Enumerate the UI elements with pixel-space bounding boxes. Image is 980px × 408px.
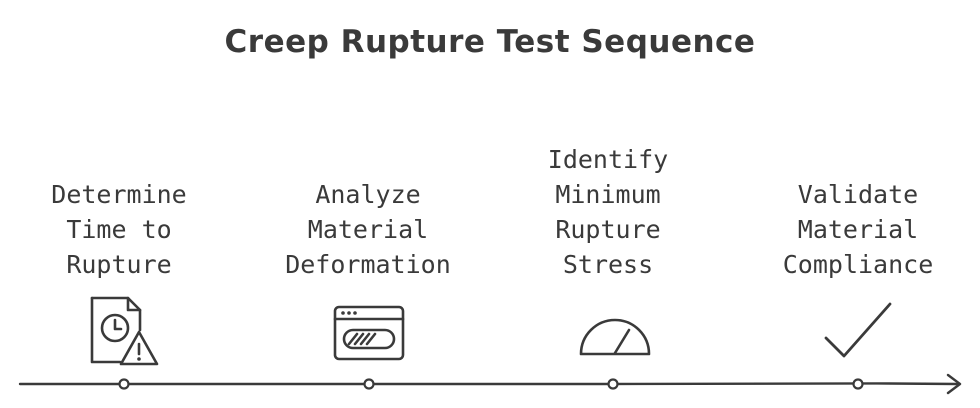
step-label-2: Analyze Material Deformation [258, 177, 478, 282]
step-1-line-2: Time to [66, 215, 172, 244]
step-3-line-3: Rupture [555, 215, 661, 244]
step-4-line-3: Compliance [782, 250, 934, 279]
timeline-node-1 [118, 378, 130, 390]
gauge-icon [579, 318, 651, 356]
step-2-line-1: Analyze [315, 180, 421, 209]
checkmark-icon [824, 302, 892, 358]
step-3-line-1: Identify [547, 145, 669, 174]
timeline-arrow [18, 373, 962, 395]
step-3-line-4: Stress [562, 250, 654, 279]
clock-document-warning-icon [90, 296, 159, 366]
step-label-4: Validate Material Compliance [748, 177, 968, 282]
step-1-line-1: Determine [51, 180, 187, 209]
step-1-line-3: Rupture [66, 250, 172, 279]
diagram-title: Creep Rupture Test Sequence [224, 24, 756, 60]
step-3-line-2: Minimum [555, 180, 661, 209]
timeline-node-2 [363, 378, 375, 390]
step-4-line-1: Validate [797, 180, 919, 209]
step-2-line-2: Material [307, 215, 429, 244]
step-label-3: Identify Minimum Rupture Stress [498, 142, 718, 282]
step-label-1: Determine Time to Rupture [9, 177, 229, 282]
step-4-line-2: Material [797, 215, 919, 244]
step-2-line-3: Deformation [285, 250, 451, 279]
progress-window-icon [333, 305, 405, 361]
timeline-node-3 [607, 378, 619, 390]
timeline-node-4 [852, 378, 864, 390]
